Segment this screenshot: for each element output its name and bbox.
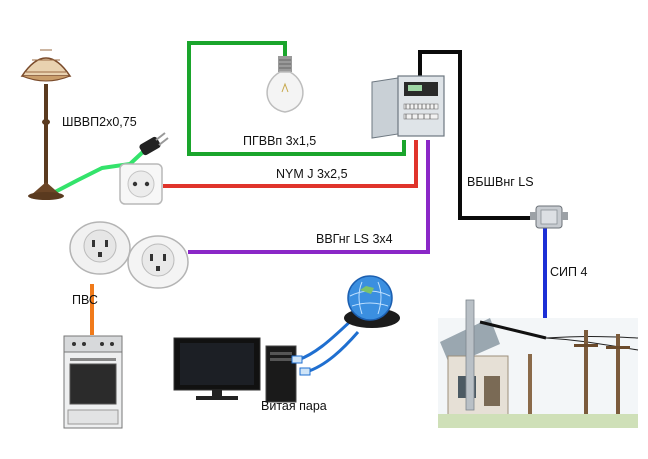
stove-cable-label: ПВС [72,293,98,307]
socket-cable-label: NYM J 3х2,5 [276,167,348,181]
power-socket-icon [69,221,189,289]
globe-network-icon [344,275,400,328]
junction-box-icon [530,205,568,229]
lamp-cable-label: ШВВП2х0,75 [62,115,137,129]
computer-icon [173,337,297,403]
power-socket-cable-label: ВВГнг LS 3х4 [316,232,393,246]
plug-icon [139,132,169,156]
house-power-line-icon [438,299,639,428]
wall-socket-icon [119,163,163,205]
light-bulb-icon [266,56,304,113]
panel-to-box-cable-label: ВБШВнг LS [467,175,534,189]
socket-wire [163,140,418,188]
electric-stove-icon [63,335,123,429]
bulb-wire [187,41,406,156]
network-cable-icon [291,318,360,376]
lamp-wire [54,148,147,194]
power-socket-wire [188,140,430,254]
bulb-cable-label: ПГВВп 3х1,5 [243,134,316,148]
panel-to-box-wire [418,50,535,220]
overhead-cable-label: СИП 4 [550,265,587,279]
floor-lamp-icon [20,49,72,200]
electrical-panel-icon [371,75,445,139]
network-cable-label: Витая пара [261,399,327,413]
